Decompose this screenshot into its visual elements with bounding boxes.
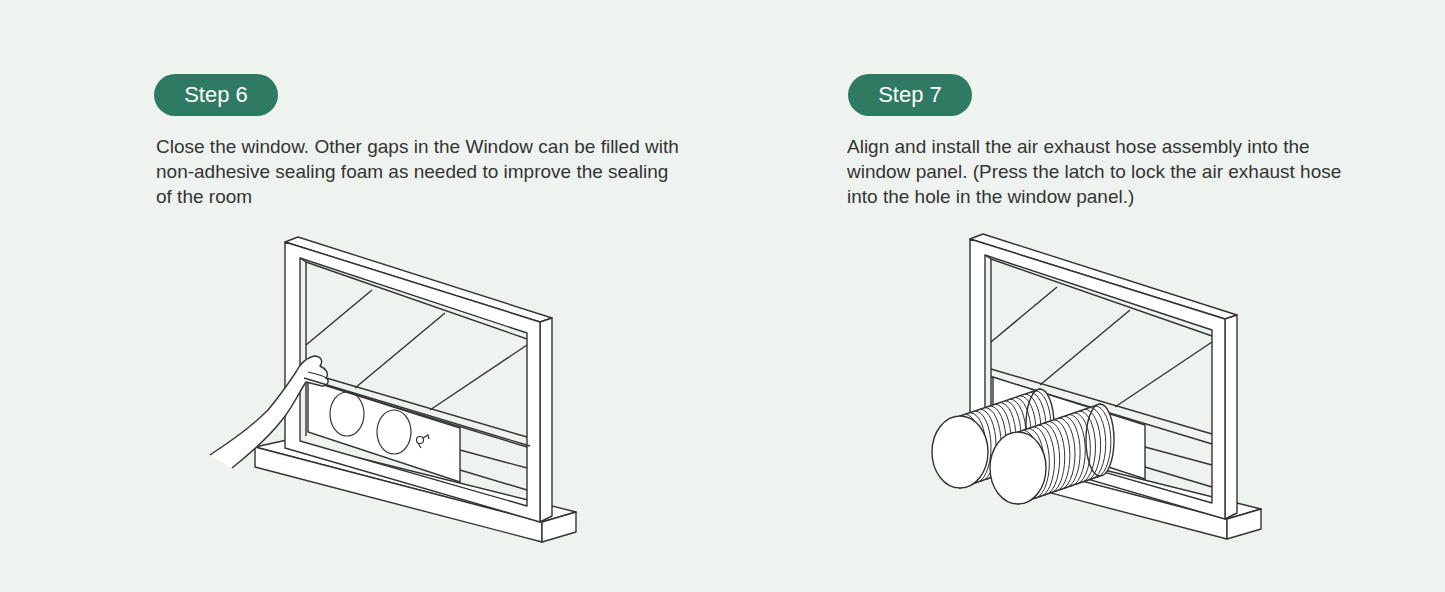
step-label: Step 7: [878, 82, 942, 108]
instruction-text: Close the window. Other gaps in the Wind…: [156, 134, 686, 209]
step-badge: Step 6: [154, 74, 278, 116]
hose-rib: [1044, 423, 1060, 495]
hose-rib: [1074, 413, 1090, 485]
hose-rib: [1054, 420, 1070, 492]
hose-rib: [1049, 422, 1065, 494]
instruction-text: Align and install the air exhaust hose a…: [847, 134, 1347, 209]
hose-rib: [1080, 411, 1096, 483]
hose-rib: [1069, 415, 1085, 487]
step-badge: Step 7: [848, 74, 972, 116]
hose-rib: [1090, 408, 1106, 480]
hose-rib: [1085, 409, 1101, 481]
hose-rib: [1064, 416, 1080, 488]
hose-rib: [1095, 406, 1111, 478]
step-label: Step 6: [184, 82, 248, 108]
hose-rib: [1059, 418, 1075, 490]
